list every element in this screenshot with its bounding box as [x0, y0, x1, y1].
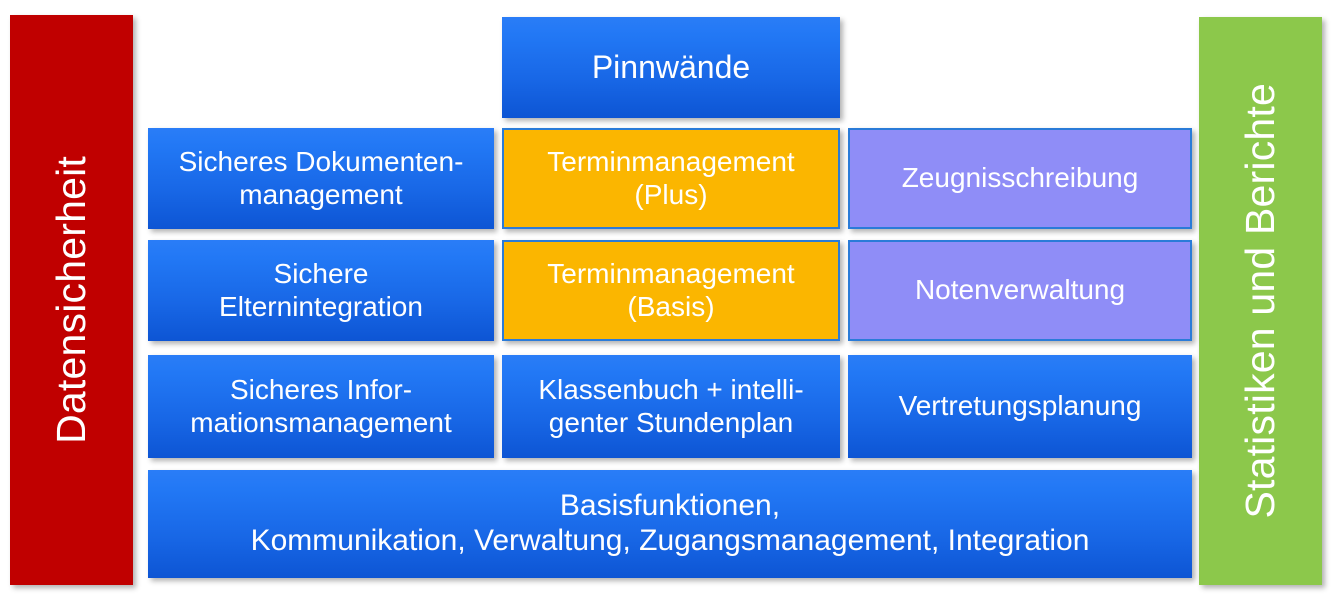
box-zeugnisschreibung[interactable]: Zeugnisschreibung	[848, 128, 1192, 229]
box-line1: Notenverwaltung	[914, 274, 1126, 306]
box-line2: (Plus)	[634, 178, 708, 210]
box-klassenbuch-stundenplan[interactable]: Klassenbuch + intelli- genter Stundenpla…	[502, 355, 840, 458]
right-pillar-statistiken-und-berichte: Statistiken und Berichte	[1199, 17, 1322, 585]
box-line2: Elternintegration	[219, 290, 423, 322]
box-line2: management	[239, 178, 403, 210]
box-line1: Basisfunktionen,	[559, 489, 781, 523]
box-line1: Sichere	[273, 258, 369, 290]
box-sicheres-informationsmanagement[interactable]: Sicheres Infor- mationsmanagement	[148, 355, 494, 458]
left-pillar-datensicherheit: Datensicherheit	[10, 15, 133, 585]
box-basisfunktionen[interactable]: Basisfunktionen, Kommunikation, Verwaltu…	[148, 470, 1192, 578]
box-terminmanagement-basis[interactable]: Terminmanagement (Basis)	[502, 240, 840, 341]
box-line2: genter Stundenplan	[548, 406, 794, 438]
box-pinnwaende-label: Pinnwände	[591, 48, 751, 85]
left-pillar-label: Datensicherheit	[48, 156, 94, 444]
box-sichere-elternintegration[interactable]: Sichere Elternintegration	[148, 240, 494, 341]
box-line1: Sicheres Infor-	[229, 374, 413, 406]
box-line1: Zeugnisschreibung	[901, 162, 1139, 194]
box-line1: Klassenbuch + intelli-	[538, 374, 804, 406]
box-line2: Kommunikation, Verwaltung, Zugangsmanage…	[250, 524, 1090, 557]
box-line1: Sicheres Dokumenten-	[178, 146, 464, 178]
box-line2: (Basis)	[627, 290, 715, 322]
box-line2: mationsmanagement	[190, 406, 452, 438]
box-terminmanagement-plus[interactable]: Terminmanagement (Plus)	[502, 128, 840, 229]
box-vertretungsplanung[interactable]: Vertretungsplanung	[848, 355, 1192, 458]
box-line1: Terminmanagement	[547, 258, 795, 290]
box-pinnwaende[interactable]: Pinnwände	[502, 17, 840, 118]
box-line1: Terminmanagement	[547, 146, 795, 178]
box-sicheres-dokumentenmanagement[interactable]: Sicheres Dokumenten- management	[148, 128, 494, 229]
box-notenverwaltung[interactable]: Notenverwaltung	[848, 240, 1192, 341]
box-line1: Vertretungsplanung	[898, 390, 1142, 422]
right-pillar-label: Statistiken und Berichte	[1237, 83, 1283, 519]
